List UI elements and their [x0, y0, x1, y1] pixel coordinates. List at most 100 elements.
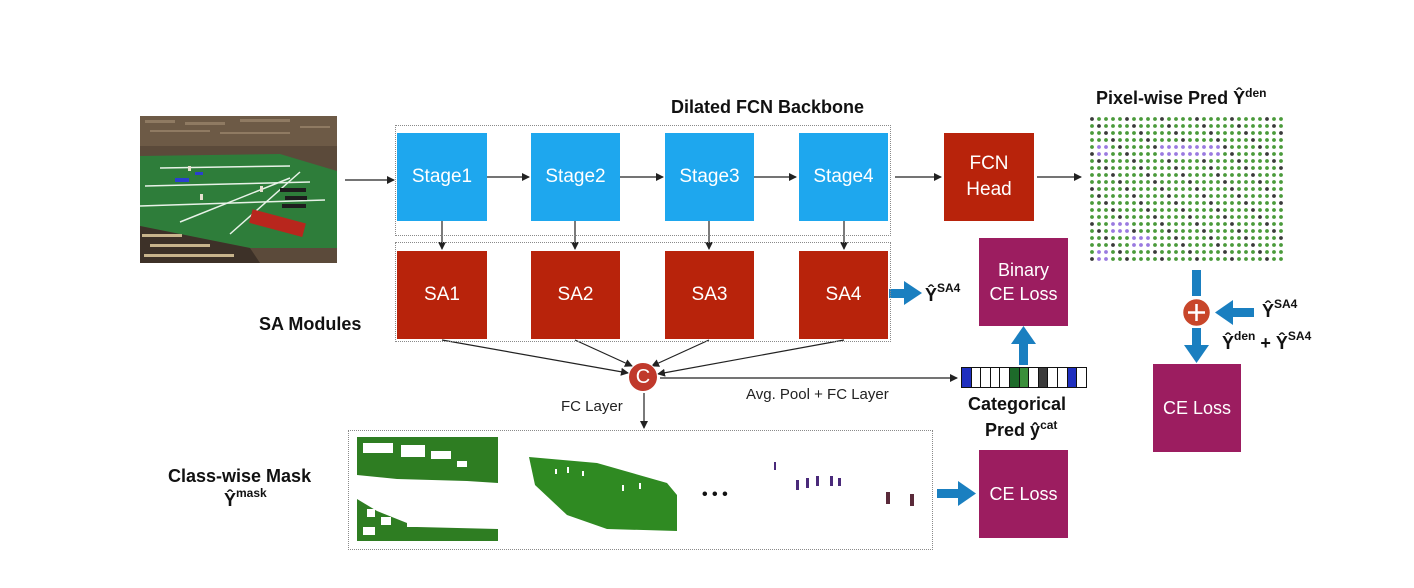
stage1-box[interactable]: Stage1 [397, 133, 487, 221]
stage4-box[interactable]: Stage4 [799, 133, 888, 221]
pixel-dot [1230, 250, 1234, 254]
pixel-dot [1279, 131, 1283, 135]
pixel-dot [1167, 229, 1171, 233]
pixel-dot [1209, 236, 1213, 240]
pixel-dot [1188, 257, 1192, 261]
pixel-dot [1104, 187, 1108, 191]
mask-field-image [529, 457, 677, 531]
pixel-dot [1132, 187, 1136, 191]
sa1-box[interactable]: SA1 [397, 251, 487, 339]
pixel-dot [1244, 229, 1248, 233]
fcn-head-box[interactable]: FCN Head [944, 133, 1034, 221]
pixel-dot [1167, 215, 1171, 219]
pixel-dot [1111, 229, 1115, 233]
pixel-dot [1258, 152, 1262, 156]
pixel-dot [1104, 138, 1108, 142]
pixel-dot [1132, 229, 1136, 233]
pixel-dot [1167, 117, 1171, 121]
pixel-dot [1132, 166, 1136, 170]
pixel-dot [1111, 138, 1115, 142]
pixel-dot [1216, 215, 1220, 219]
pixel-dot [1125, 250, 1129, 254]
pixel-dot [1279, 159, 1283, 163]
pixel-dot [1167, 166, 1171, 170]
pixel-dot [1097, 243, 1101, 247]
pixel-dot [1230, 236, 1234, 240]
pixel-dot [1209, 257, 1213, 261]
sa4-box[interactable]: SA4 [799, 251, 888, 339]
pixel-dot [1104, 131, 1108, 135]
pixel-dot [1125, 166, 1129, 170]
pixel-dot [1111, 236, 1115, 240]
pixel-dot [1216, 180, 1220, 184]
pixel-dot [1244, 152, 1248, 156]
pixel-dot [1188, 187, 1192, 191]
pixel-dot [1237, 222, 1241, 226]
pixel-dot [1251, 208, 1255, 212]
pixel-dot [1146, 201, 1150, 205]
pixel-dot [1146, 173, 1150, 177]
pixel-dot [1146, 180, 1150, 184]
class-mask-title: Class-wise Mask [168, 466, 312, 486]
pixel-dot [1244, 201, 1248, 205]
pixel-dot [1181, 243, 1185, 247]
pixel-dot [1160, 194, 1164, 198]
pixel-dot [1202, 180, 1206, 184]
pixel-dot [1097, 152, 1101, 156]
pixel-dot [1216, 208, 1220, 212]
pixel-dot [1265, 215, 1269, 219]
pixel-dot [1265, 131, 1269, 135]
pixel-dot [1265, 145, 1269, 149]
pixel-dot [1174, 243, 1178, 247]
pixel-dot [1097, 180, 1101, 184]
pixel-dot [1244, 173, 1248, 177]
pixel-dot [1111, 187, 1115, 191]
pixel-dot [1251, 250, 1255, 254]
blue-arrow-sa4-into-sum [1215, 300, 1254, 325]
pixel-dot [1181, 138, 1185, 142]
sa3-label: SA3 [691, 284, 728, 305]
pixel-dot [1209, 173, 1213, 177]
pixel-dot [1132, 138, 1136, 142]
sa3-box[interactable]: SA3 [665, 251, 754, 339]
pixel-dot [1216, 145, 1220, 149]
pixel-dot [1279, 236, 1283, 240]
pixel-dot [1104, 159, 1108, 163]
pixel-dot [1111, 152, 1115, 156]
pixel-dot [1195, 131, 1199, 135]
sum-ce-loss-box[interactable]: CE Loss [1153, 364, 1241, 452]
pixel-dot [1146, 145, 1150, 149]
pixel-dot [1111, 208, 1115, 212]
stage2-box[interactable]: Stage2 [531, 133, 620, 221]
pixel-dot [1223, 180, 1227, 184]
pixel-dot [1153, 117, 1157, 121]
pixel-dot [1146, 124, 1150, 128]
mask-ce-loss-box[interactable]: CE Loss [979, 450, 1068, 538]
pixel-dot [1181, 194, 1185, 198]
pixel-dot [1230, 152, 1234, 156]
pixel-dot [1216, 194, 1220, 198]
fcn-head-line2: Head [966, 179, 1012, 200]
arrow-sa4-to-concat [657, 339, 845, 377]
pixel-dot [1090, 187, 1094, 191]
pixel-dot [1160, 138, 1164, 142]
pixel-dot [1237, 243, 1241, 247]
pixel-dot [1125, 236, 1129, 240]
stage3-box[interactable]: Stage3 [665, 133, 754, 221]
pixel-dot [1230, 138, 1234, 142]
pixel-dot [1104, 194, 1108, 198]
pixel-dot [1230, 257, 1234, 261]
pixel-dot [1209, 131, 1213, 135]
stage2-label: Stage2 [545, 166, 606, 187]
sa2-box[interactable]: SA2 [531, 251, 620, 339]
pixel-dot [1251, 194, 1255, 198]
pixel-dot [1181, 166, 1185, 170]
pixel-dot [1160, 187, 1164, 191]
pixel-dot [1223, 222, 1227, 226]
pixel-dot [1251, 229, 1255, 233]
stage1-label: Stage1 [411, 166, 473, 187]
binary-ce-loss-box[interactable]: Binary CE Loss [979, 238, 1068, 326]
pixel-dot [1216, 187, 1220, 191]
pixel-dot [1195, 243, 1199, 247]
pixel-dot [1258, 166, 1262, 170]
